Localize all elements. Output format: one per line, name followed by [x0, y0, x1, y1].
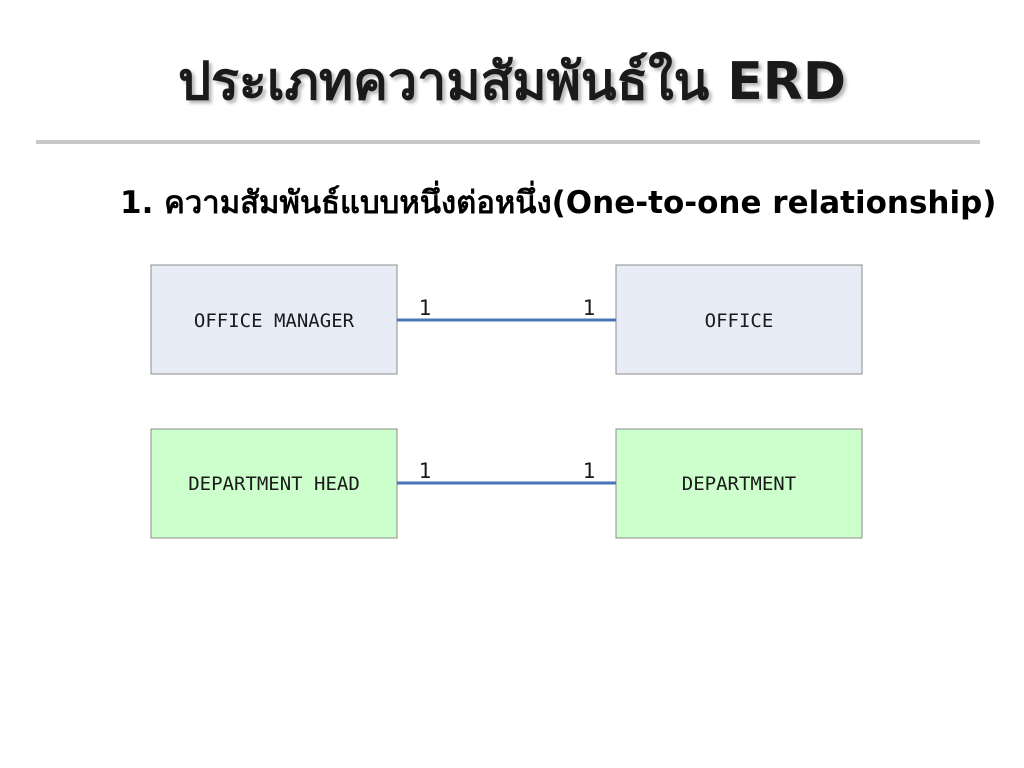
cardinality-right-2: 1 — [583, 459, 596, 483]
relationship-row-2: DEPARTMENT HEAD DEPARTMENT 1 1 — [150, 428, 863, 539]
entity-box-department-head — [150, 428, 398, 539]
entity-label-department-head: DEPARTMENT HEAD — [188, 473, 360, 495]
cardinality-left-1: 1 — [419, 296, 432, 320]
cardinality-right-1: 1 — [583, 296, 596, 320]
cardinality-left-2: 1 — [419, 459, 432, 483]
relationship-row-1: OFFICE MANAGER OFFICE 1 1 — [150, 264, 863, 375]
title-divider — [36, 140, 980, 144]
slide-title: ประเภทความสัมพันธ์ใน ERD — [177, 52, 846, 112]
entity-box-department — [615, 428, 863, 539]
entity-label-office: OFFICE — [705, 310, 774, 332]
entity-label-office-manager: OFFICE MANAGER — [194, 310, 355, 332]
slide-subtitle: 1. ความสัมพันธ์แบบหนึ่งต่อหนึ่ง(One-to-o… — [120, 185, 997, 221]
entity-box-office-manager — [150, 264, 398, 375]
entity-label-department: DEPARTMENT — [682, 473, 796, 495]
